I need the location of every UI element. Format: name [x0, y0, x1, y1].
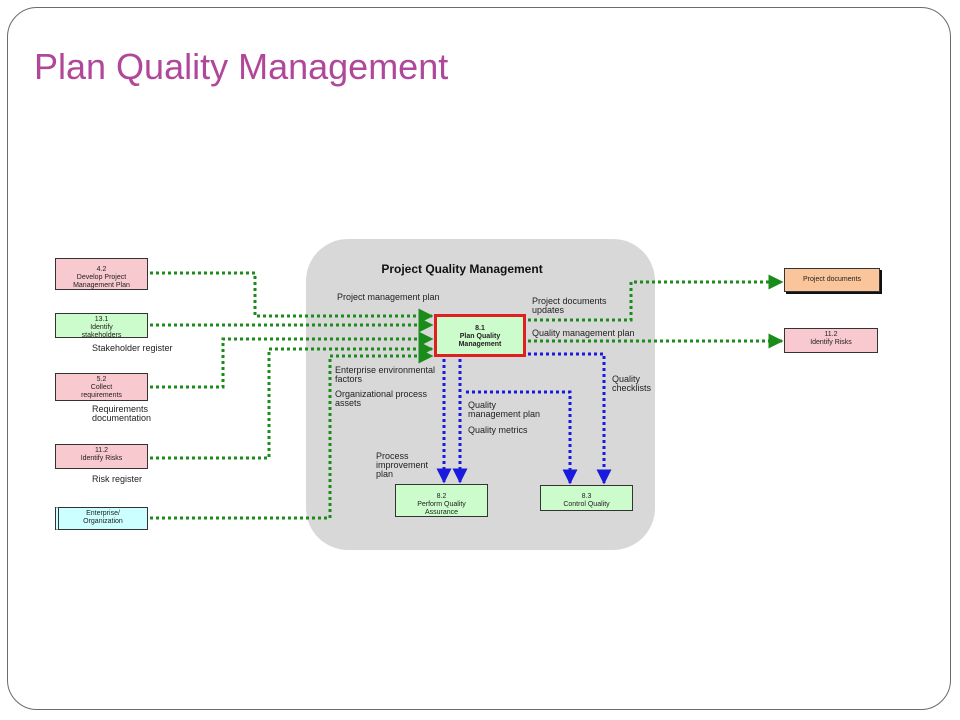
node-project-documents: Project documents	[784, 268, 880, 292]
node-plan-quality: 8.1 Plan Quality Management	[434, 314, 526, 357]
node-perform-qa: 8.2 Perform Quality Assurance	[395, 484, 488, 517]
label-quality-management-plan-out: Quality management plan	[532, 328, 635, 338]
label-risk-register: Risk register	[92, 474, 143, 484]
node-identify-risks-right: 11.2 Identify Risks	[784, 328, 878, 353]
node-enterprise-name: Enterprise/ Organization	[83, 510, 123, 525]
node-control-quality-num: 8.3	[581, 493, 592, 500]
node-control-quality: 8.3 Control Quality	[540, 485, 633, 511]
label-project-documents-updates: Project documents updates	[532, 296, 607, 315]
panel-title: Project Quality Management	[381, 262, 543, 276]
arrow-to-control-quality-2	[528, 352, 612, 485]
label-stakeholder-register: Stakeholder register	[92, 343, 173, 353]
label-quality-checklists: Quality checklists	[612, 374, 652, 393]
arrow-to-control-quality-1	[466, 390, 578, 485]
node-identify-risks-left-num: 11.2	[94, 447, 109, 454]
node-collect-requirements-num: 5.2	[96, 376, 107, 383]
node-identify-risks-left-name: Identify Risks	[80, 455, 123, 462]
node-plan-quality-num: 8.1	[475, 325, 485, 332]
node-perform-qa-name: Perform Quality Assurance	[417, 501, 466, 516]
node-collect-requirements: 5.2 Collect requirements	[55, 373, 148, 401]
node-identify-stakeholders-name: Identify stakeholders	[81, 324, 122, 338]
node-develop-pmp: 4.2 Develop Project Management Plan	[55, 258, 148, 290]
label-process-improvement-plan: Process improvement plan	[376, 451, 429, 479]
node-identify-risks-right-num: 11.2	[824, 331, 838, 338]
node-plan-quality-name: Plan Quality Management	[458, 333, 502, 348]
node-develop-pmp-num: 4.2	[96, 266, 107, 273]
node-control-quality-name: Control Quality	[563, 501, 610, 508]
arrow-to-project-documents	[528, 274, 784, 322]
node-project-documents-name: Project documents	[803, 276, 861, 283]
arrow-develop-pmp	[150, 271, 434, 324]
node-develop-pmp-name: Develop Project Management Plan	[73, 274, 130, 289]
node-identify-stakeholders: 13.1 Identify stakeholders	[55, 313, 148, 338]
arrow-enterprise	[150, 348, 434, 520]
node-collect-requirements-name: Collect requirements	[81, 384, 122, 399]
label-quality-management-plan: Quality management plan	[468, 400, 541, 419]
node-enterprise: Enterprise/ Organization	[55, 507, 148, 530]
node-perform-qa-num: 8.2	[436, 493, 447, 500]
node-identify-risks-right-name: Identify Risks	[810, 339, 852, 346]
arrow-requirements	[150, 331, 434, 389]
label-enterprise-env-factors: Enterprise environmental factors	[335, 365, 436, 384]
node-identify-stakeholders-num: 13.1	[94, 316, 109, 323]
label-org-process-assets: Organizational process assets	[335, 389, 428, 408]
slide-title: Plan Quality Management	[34, 46, 449, 87]
node-identify-risks-left: 11.2 Identify Risks	[55, 444, 148, 469]
label-requirements-documentation: Requirements documentation	[92, 404, 152, 423]
label-project-management-plan: Project management plan	[337, 292, 440, 302]
label-quality-metrics: Quality metrics	[468, 425, 528, 435]
